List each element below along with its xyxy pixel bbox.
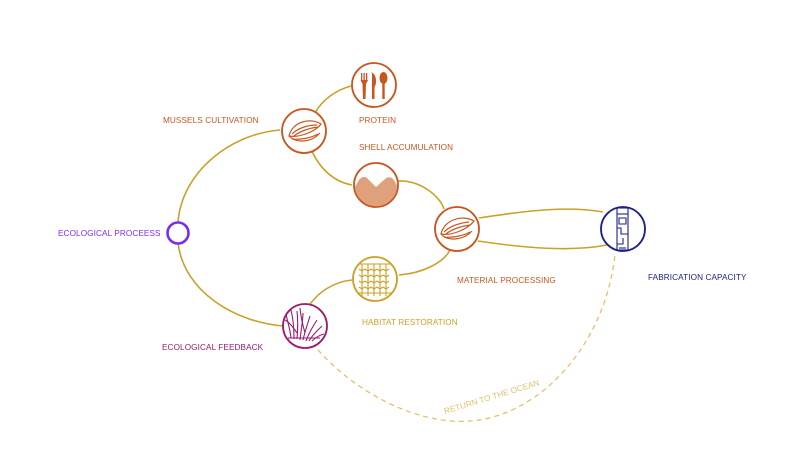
link-material-to-fabrication-top: [478, 208, 604, 219]
connection-lines: [177, 85, 608, 327]
column-icon: [616, 207, 629, 251]
shell-accumulation-node: [353, 162, 399, 208]
label-return-to-ocean: RETURN TO THE OCEAN: [443, 378, 541, 416]
label-ecological-process: ECOLOGICAL PROCEESS: [58, 229, 161, 238]
label-shell-accumulation: SHELL ACCUMULATION: [359, 143, 453, 152]
link-mussels-to-shell: [310, 148, 353, 186]
link-ecological-to-mussels: [177, 129, 281, 223]
link-mussels-to-protein: [314, 85, 352, 114]
link-habitat-to-material: [398, 249, 451, 276]
link-feedback-to-habitat: [307, 279, 353, 308]
mussels-cultivation-node: [281, 108, 327, 154]
seaweed-grid-icon: [358, 263, 391, 296]
mussel-icon: [288, 120, 322, 142]
label-fabrication-capacity: FABRICATION CAPACITY: [648, 273, 747, 282]
label-ecological-feedback: ECOLOGICAL FEEDBACK: [162, 343, 264, 352]
return-dashed-path: [311, 254, 616, 422]
seagrass-icon: [284, 307, 325, 342]
link-ecological-to-feedback: [177, 242, 284, 327]
link-shell-to-material: [397, 180, 445, 210]
material-processing-node: [434, 206, 480, 252]
ecological-feedback-node: [282, 303, 328, 349]
fork-knife-spoon-icon: [360, 72, 388, 99]
habitat-restoration-node: [352, 256, 398, 302]
label-material-processing: MATERIAL PROCESSING: [457, 276, 556, 285]
label-mussels-cultivation: MUSSELS CULTIVATION: [163, 116, 259, 125]
label-protein: PROTEIN: [359, 116, 396, 125]
protein-node: [351, 62, 397, 108]
link-material-to-fabrication-bottom: [477, 240, 608, 250]
ecological-process-ring-icon: [166, 221, 190, 245]
fabrication-capacity-node: [600, 206, 646, 252]
processed-mussel-icon: [440, 217, 475, 240]
label-habitat-restoration: HABITAT RESTORATION: [362, 318, 458, 327]
